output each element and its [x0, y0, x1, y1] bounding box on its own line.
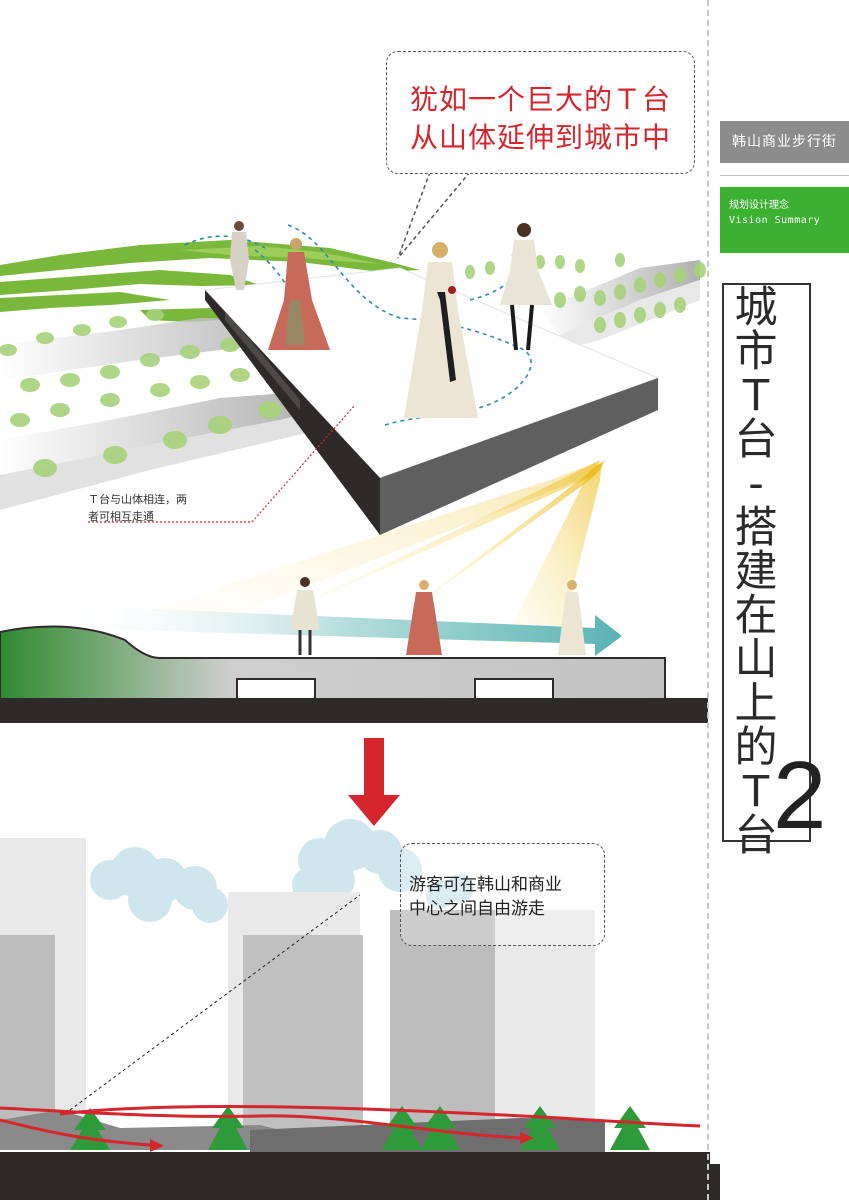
- down-arrow-icon: [348, 738, 400, 826]
- ground-slab-bottom: [0, 1152, 710, 1200]
- vertical-title-char: 的: [734, 723, 778, 773]
- callout-top-line2: 从山体延伸到城市中: [409, 121, 671, 154]
- callout-top-line1: 犹如一个巨大的Ｔ台: [409, 83, 671, 116]
- project-title: 韩山商业步行街: [720, 121, 849, 163]
- vertical-title: 城 市 T 台 - 搭 建 在 山 上 的 T 台: [726, 286, 786, 858]
- model-figure: [500, 223, 552, 351]
- model-figures: [230, 221, 552, 418]
- model-figure: [404, 242, 478, 418]
- tree-dots: [0, 253, 706, 477]
- connection-note-line1: Ｔ台与山体相连，两: [88, 493, 187, 506]
- vertical-title-char: 市: [734, 327, 778, 377]
- page-divider: [707, 0, 709, 1200]
- vertical-title-char: 上: [734, 679, 778, 729]
- callout-bottom-line1: 游客可在韩山和商业: [409, 875, 562, 895]
- vertical-title-char: 台: [734, 811, 778, 861]
- callout-top: 犹如一个巨大的Ｔ台 从山体延伸到城市中: [386, 51, 695, 174]
- vertical-title-char: 城: [734, 283, 778, 333]
- divider-rule: [720, 175, 849, 176]
- ground-slab: [0, 698, 708, 723]
- city-section: [0, 819, 720, 1200]
- section-title-en: Vision Summary: [729, 215, 821, 226]
- vertical-title-char: -: [748, 459, 764, 509]
- section-diagram: [0, 460, 708, 723]
- connection-note: Ｔ台与山体相连，两 者可相互走通: [88, 491, 187, 525]
- trees: [70, 1106, 650, 1150]
- model-figure: [268, 238, 330, 350]
- connection-note-line2: 者可相互走通: [88, 510, 154, 523]
- vertical-title-char: 台: [734, 415, 778, 465]
- axonometric-scene: [0, 221, 706, 535]
- model-figure: [230, 221, 249, 290]
- vertical-title-char: 在: [734, 591, 778, 641]
- section-label: 规划设计理念 Vision Summary: [720, 187, 849, 253]
- callout-leader: [69, 894, 361, 1111]
- flow-arrow: [60, 605, 622, 656]
- section-title-cn: 规划设计理念: [729, 200, 789, 211]
- vertical-title-char: 搭: [734, 503, 778, 553]
- vertical-title-char: T: [742, 767, 770, 817]
- vertical-title-frame: [722, 283, 811, 842]
- callout-pointer: [397, 171, 471, 259]
- callout-bottom-line2: 中心之间自由游走: [409, 899, 545, 919]
- page-number: 2: [773, 742, 827, 849]
- vertical-title-char: 建: [734, 547, 778, 597]
- vertical-title-char: 山: [734, 635, 778, 685]
- callout-bottom: 游客可在韩山和商业 中心之间自由游走: [400, 843, 605, 946]
- vertical-title-char: T: [742, 371, 770, 421]
- section-models: [290, 577, 586, 655]
- route-lines: [0, 1104, 701, 1147]
- clouds: [90, 819, 474, 923]
- note-leader-line: [88, 404, 356, 523]
